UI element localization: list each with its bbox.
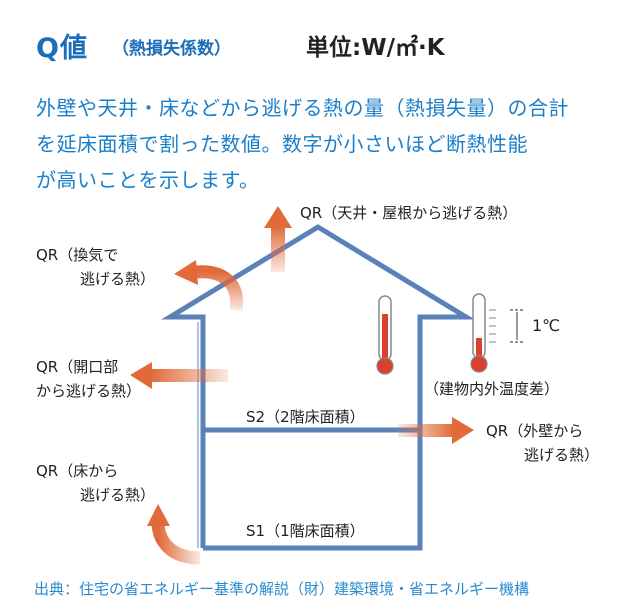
thermometer-indoor-icon <box>376 295 394 375</box>
floor-label-1: QR（床から <box>36 462 119 480</box>
roof-heat-arrow-icon <box>264 206 292 272</box>
wall-label-1: QR（外壁から <box>486 422 584 440</box>
floor-heat-arrow-icon <box>147 504 201 565</box>
description-line-2: を延床面積で割った数値。数字が小さいほど断熱性能 <box>36 132 528 156</box>
temp-diff-label: 1℃ <box>532 316 561 335</box>
page-title: Q値 <box>36 33 88 64</box>
page-subtitle: （熱損失係数） <box>112 39 231 59</box>
opening-heat-arrow-icon <box>130 362 228 389</box>
description-line-1: 外壁や天井・床などから逃げる熱の量（熱損失量）の合計 <box>36 96 569 120</box>
ventilation-label-1: QR（換気で <box>36 246 119 264</box>
temp-caption-label: （建物内外温度差） <box>424 380 560 398</box>
house-outline <box>161 224 475 551</box>
source-credit: 出典：住宅の省エネルギー基準の解説（財）建築環境・省エネルギー機構 <box>34 580 530 598</box>
opening-label-1: QR（開口部 <box>36 358 119 376</box>
roof-label: QR（天井・屋根から逃げる熱） <box>300 204 518 222</box>
opening-label-2: から逃げる熱） <box>36 382 142 400</box>
wall-label-2: 逃げる熱） <box>524 446 600 464</box>
thermometer-outdoor-icon <box>470 293 496 373</box>
s2-label: S2（2階床面積） <box>246 408 365 426</box>
unit-label: 単位:W/㎡·K <box>306 35 445 61</box>
ventilation-label-2: 逃げる熱） <box>80 270 156 288</box>
floor-label-2: 逃げる熱） <box>80 486 156 504</box>
description-line-3: が高いことを示します。 <box>36 168 260 192</box>
ventilation-heat-arrow-icon <box>174 260 244 311</box>
temp-diff-bracket <box>510 309 524 343</box>
s1-label: S1（1階床面積） <box>246 522 365 540</box>
wall-heat-arrow-icon <box>398 417 474 444</box>
